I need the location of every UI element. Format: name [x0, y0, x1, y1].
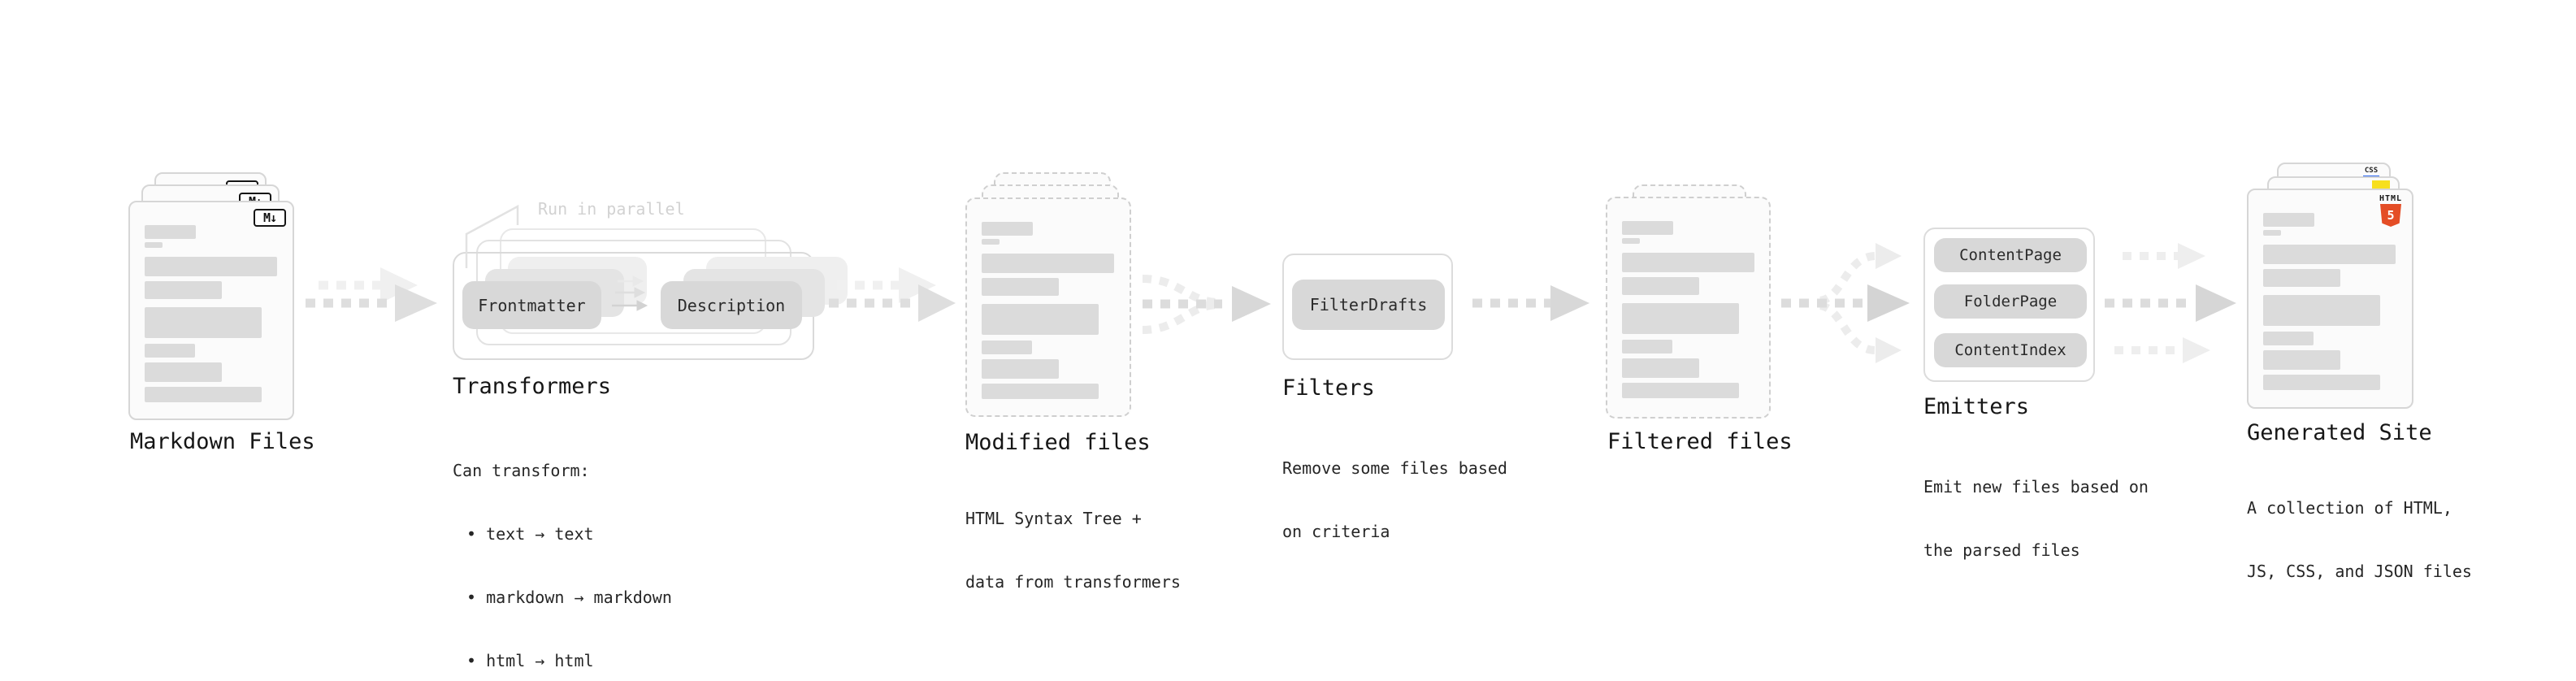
modified-files-description: HTML Syntax Tree + data from transformer…	[965, 509, 1181, 592]
transformer-pill-frontmatter: Frontmatter	[462, 281, 601, 329]
doc-content-lines	[1622, 221, 1757, 398]
arrow-emitters-to-generated	[2105, 243, 2236, 363]
emitter-pill-contentindex: ContentIndex	[1934, 333, 2087, 367]
markdown-icon: M↓	[254, 209, 286, 227]
arrow-modified-to-filters	[1142, 275, 1271, 334]
filters-description: Remove some files based on criteria	[1282, 458, 1507, 541]
stage-label-filtered-files: Filtered files	[1607, 429, 1793, 454]
stage-label-modified-files: Modified files	[965, 430, 1151, 455]
stage-label-filters: Filters	[1282, 375, 1375, 401]
markdown-file-card: M↓	[128, 201, 294, 420]
filter-pill-filterdrafts: FilterDrafts	[1292, 280, 1445, 330]
arrow-transformers-to-modified	[829, 267, 956, 322]
arrow-markdown-to-transformers	[306, 267, 437, 322]
transformer-pill-description: Description	[661, 281, 802, 329]
filtered-files-stack	[1606, 184, 1771, 420]
markdown-files-stack: M↓ M↓ M↓	[128, 172, 294, 421]
arrow-filtered-to-emitters	[1781, 243, 1910, 363]
html-file-card: HTML 5	[2247, 189, 2413, 409]
arrow-filters-to-filtered	[1472, 285, 1589, 321]
emitters-description: Emit new files based on the parsed files	[1923, 477, 2149, 560]
stage-label-emitters: Emitters	[1923, 394, 2030, 419]
doc-content-lines	[2263, 213, 2398, 390]
stage-label-generated-site: Generated Site	[2247, 420, 2432, 445]
modified-files-stack	[965, 172, 1131, 418]
doc-content-lines	[145, 225, 280, 402]
html5-icon: HTML 5	[2379, 195, 2402, 227]
emitter-pill-contentpage: ContentPage	[1934, 238, 2087, 272]
generated-site-stack: CSS HTML 5	[2247, 163, 2413, 409]
generated-site-description: A collection of HTML, JS, CSS, and JSON …	[2247, 498, 2472, 581]
run-in-parallel-note: Run in parallel	[538, 199, 685, 219]
js-icon	[2372, 180, 2390, 190]
modified-file-card	[965, 197, 1131, 417]
doc-content-lines	[982, 222, 1117, 399]
emitter-pill-folderpage: FolderPage	[1934, 284, 2087, 319]
transformers-description: Can transform: • text → text • markdown …	[453, 461, 672, 670]
stage-label-transformers: Transformers	[453, 374, 612, 399]
stage-label-markdown-files: Markdown Files	[130, 429, 315, 454]
filtered-file-card	[1606, 197, 1771, 419]
